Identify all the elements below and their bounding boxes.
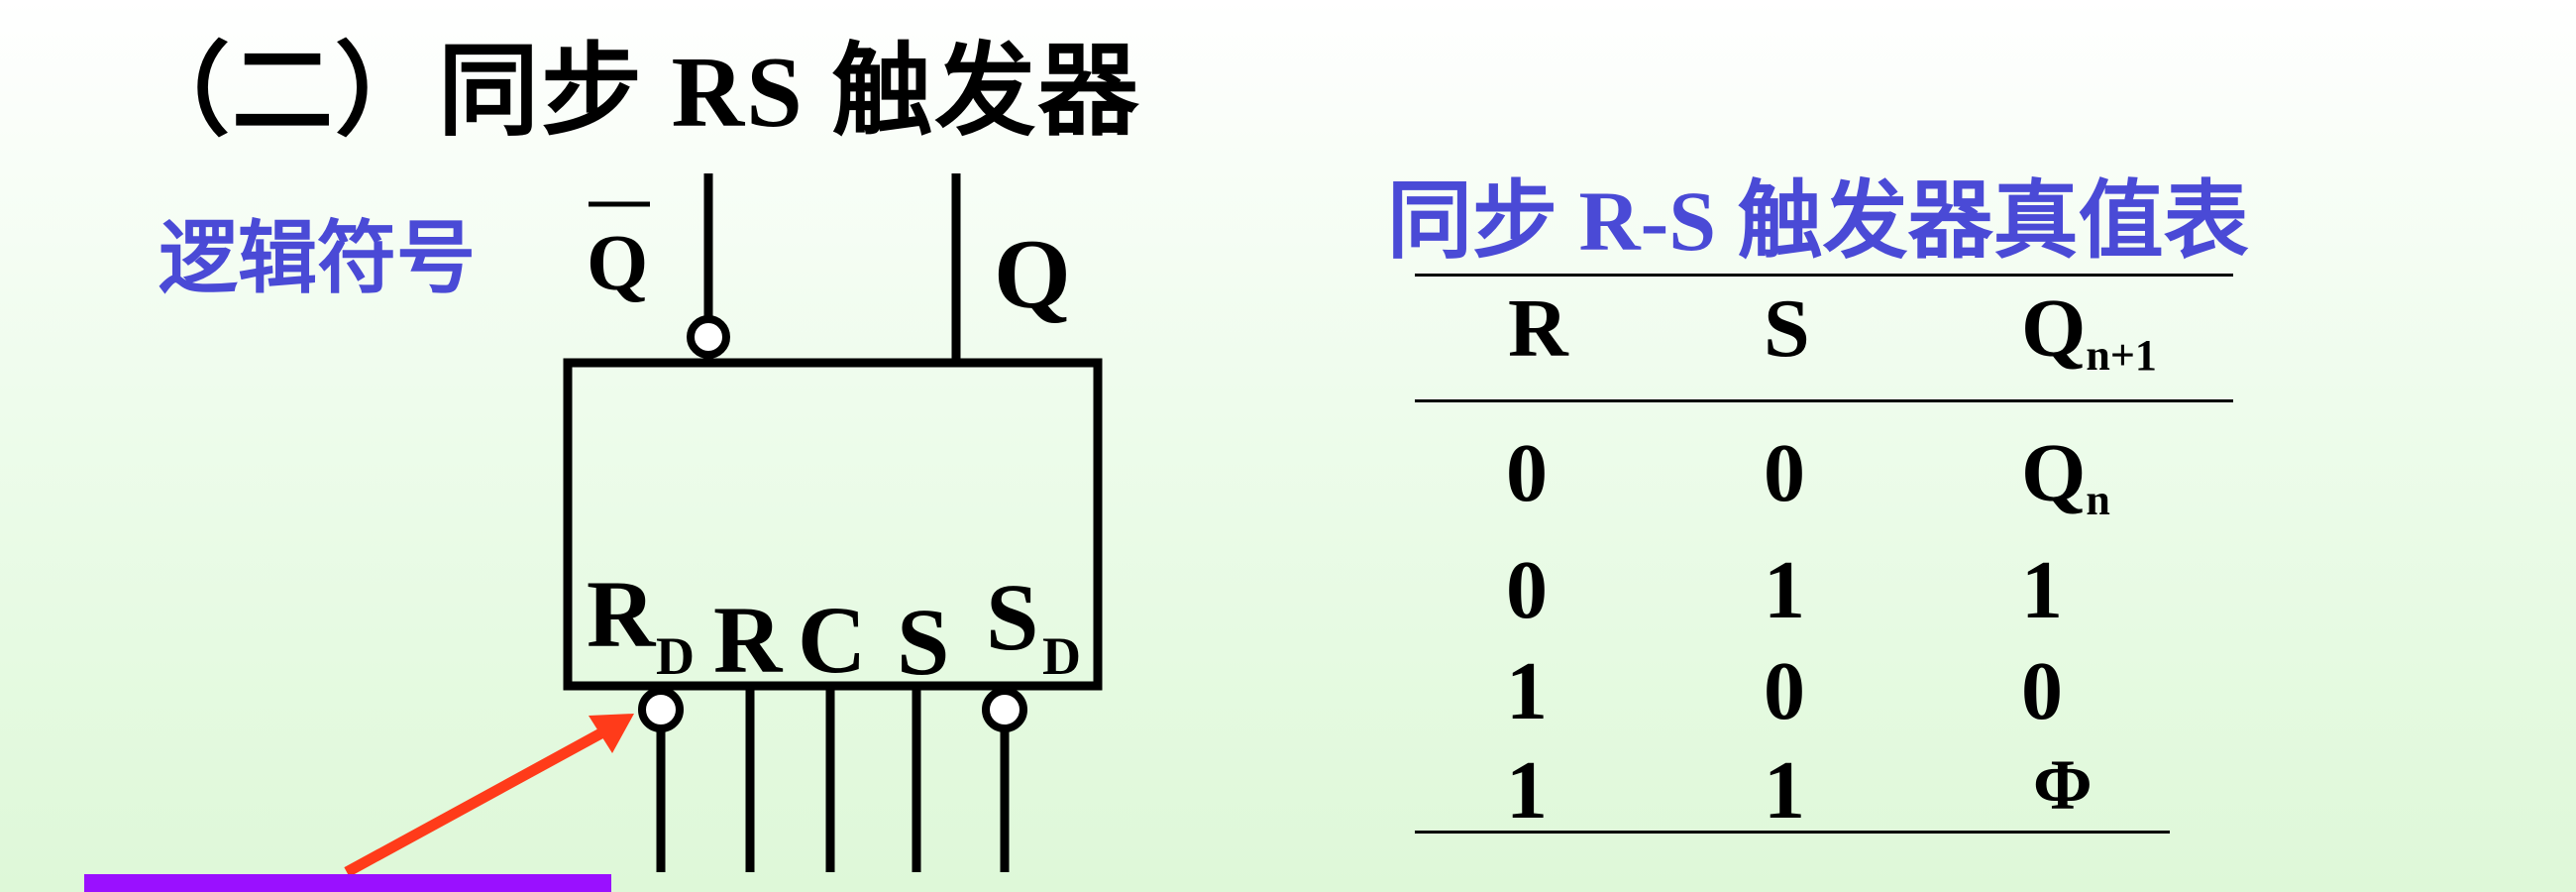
truth-table-title: 同步 R-S 触发器真值表 — [1387, 173, 2249, 269]
s-pin-label: S — [897, 589, 949, 695]
rd-pin-subscript: D — [656, 626, 695, 686]
rd-inversion-bubble — [638, 687, 684, 732]
sd-inversion-bubble — [982, 687, 1027, 732]
sd-pin-label: S — [986, 564, 1038, 670]
pointer-arrow-shaft — [344, 725, 609, 877]
pointer-arrow-head — [589, 714, 634, 753]
highlight-bar — [84, 874, 611, 892]
c-pin-label: C — [798, 587, 866, 693]
q-bar-label: Q — [587, 220, 648, 307]
slide-title: （二）同步 RS 触发器 — [129, 37, 1141, 149]
logic-symbol-label: 逻辑符号 — [159, 216, 476, 303]
q-label: Q — [994, 219, 1071, 329]
rd-pin-label: R — [587, 561, 657, 667]
sd-pin-subscript: D — [1042, 626, 1081, 686]
r-pin-label: R — [713, 587, 784, 693]
q-bar-inversion-bubble — [687, 315, 730, 359]
